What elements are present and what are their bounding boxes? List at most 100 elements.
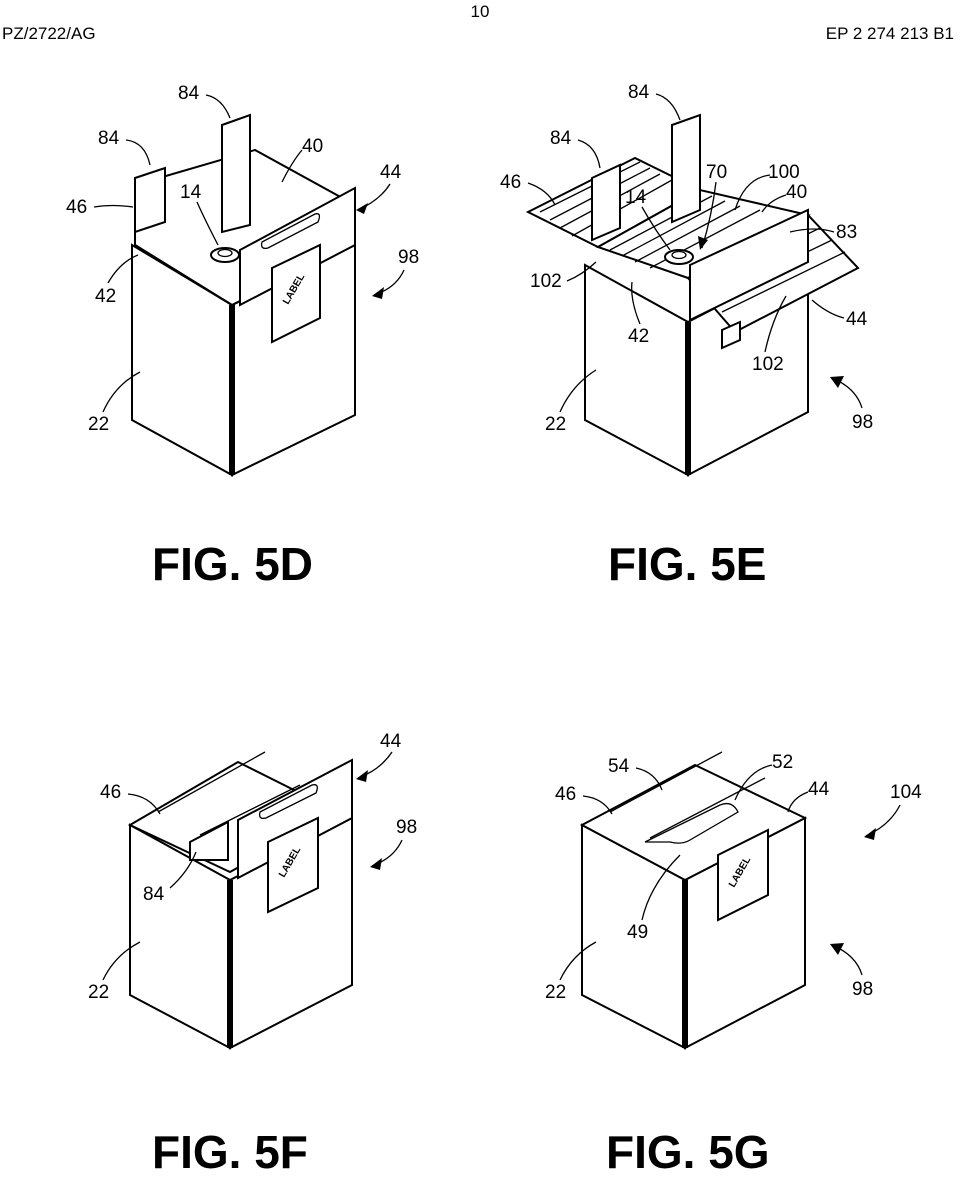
ref-98: 98	[852, 412, 873, 433]
ref-22: 22	[88, 982, 109, 1003]
figure-caption-5f: FIG. 5F	[152, 1126, 308, 1178]
leader-line	[281, 149, 303, 183]
ref-44: 44	[846, 309, 868, 330]
top-fold	[199, 784, 301, 836]
ref-46: 46	[100, 782, 121, 803]
leader-line	[127, 793, 161, 815]
leader-line	[196, 201, 219, 246]
figure-caption-5d: FIG. 5D	[152, 538, 313, 590]
tab-84-left	[134, 166, 166, 234]
ref-98: 98	[396, 817, 417, 838]
tab-84-left	[591, 163, 621, 242]
leader-line	[577, 139, 601, 169]
ref-46: 46	[555, 784, 576, 805]
leader-line	[641, 854, 681, 921]
ref-84-left: 84	[550, 128, 572, 149]
ref-40: 40	[302, 136, 323, 157]
ref-14: 14	[625, 187, 647, 208]
fitment-opening	[671, 250, 687, 260]
leader-line	[527, 182, 556, 206]
document-reference: PZ/2722/AG	[2, 24, 96, 43]
leader-arrow	[371, 839, 403, 867]
ref-70: 70	[706, 162, 727, 183]
ref-84-left: 84	[98, 128, 120, 149]
top-fold	[649, 777, 766, 839]
ref-49: 49	[627, 922, 648, 943]
handle-opening-52	[644, 802, 739, 844]
ref-44: 44	[380, 731, 402, 752]
leader-line	[107, 254, 139, 284]
label-plate	[271, 243, 321, 344]
leader-line	[811, 299, 845, 319]
arrowhead	[830, 376, 844, 388]
arrowhead	[830, 943, 844, 955]
leader-line	[125, 139, 151, 166]
arrowhead	[356, 203, 368, 214]
ref-46: 46	[500, 172, 521, 193]
leader-line	[787, 791, 809, 813]
top-fold	[609, 751, 723, 813]
ref-42: 42	[95, 286, 116, 307]
handle-cutout	[260, 213, 321, 250]
tab-102	[721, 320, 741, 350]
ref-104: 104	[890, 782, 922, 803]
tab-84-right	[671, 113, 701, 224]
ref-14: 14	[180, 182, 202, 203]
arrowhead	[372, 287, 384, 299]
patent-number: EP 2 274 213 B1	[825, 24, 954, 43]
leader-line	[734, 174, 771, 211]
ref-54: 54	[608, 756, 630, 777]
leader-line	[631, 281, 641, 325]
ref-83: 83	[836, 222, 857, 243]
ref-22: 22	[545, 414, 566, 435]
leader-line	[764, 295, 787, 353]
ref-98: 98	[852, 979, 873, 1000]
top-fold	[157, 751, 266, 813]
leader-line	[559, 941, 597, 981]
ref-44: 44	[808, 779, 830, 800]
ref-84: 84	[143, 884, 165, 905]
ref-22: 22	[545, 982, 566, 1003]
leader-line	[93, 204, 134, 208]
figure-5d: LABEL 84 84 40 44 46 14 98 42 22 FIG. 5D	[66, 83, 419, 590]
label-plate	[717, 828, 769, 922]
label-plate	[267, 816, 319, 914]
leader-line	[655, 93, 681, 121]
ref-102-left: 102	[530, 271, 562, 292]
leader-line	[582, 795, 613, 815]
page-number: 10	[470, 2, 490, 21]
leader-line	[789, 228, 835, 233]
leader-line	[205, 94, 231, 119]
ref-84-top: 84	[178, 83, 200, 104]
leader-line	[169, 851, 197, 889]
leader-line	[102, 941, 141, 981]
leader-line	[635, 767, 663, 791]
leader-arrow	[865, 804, 901, 837]
ref-100: 100	[768, 162, 800, 183]
figure-caption-5e: FIG. 5E	[608, 538, 766, 590]
arrowhead	[698, 236, 708, 250]
arrowhead	[864, 828, 876, 840]
closed-top	[579, 763, 808, 882]
handle-cutout	[258, 784, 318, 820]
leader-line	[102, 371, 141, 413]
ref-84-top: 84	[628, 82, 650, 103]
ref-98: 98	[398, 247, 419, 268]
ref-44: 44	[380, 162, 402, 183]
leader-line	[559, 369, 597, 413]
fitment-opening	[217, 248, 233, 258]
ref-40: 40	[786, 182, 807, 203]
ref-22: 22	[88, 414, 109, 435]
leader-line	[641, 206, 671, 251]
tab-84	[189, 820, 229, 861]
leader-line	[566, 261, 597, 282]
tab-84-right	[221, 113, 251, 234]
figure-5g: LABEL 54 52 46 44 104 49 22 98 FIG. 5G	[545, 751, 922, 1178]
panel-83	[689, 208, 809, 322]
arrowhead	[356, 770, 368, 782]
ref-46: 46	[66, 197, 87, 218]
arrowhead	[370, 858, 382, 870]
ref-102-right: 102	[752, 354, 784, 375]
ref-42: 42	[628, 326, 649, 347]
